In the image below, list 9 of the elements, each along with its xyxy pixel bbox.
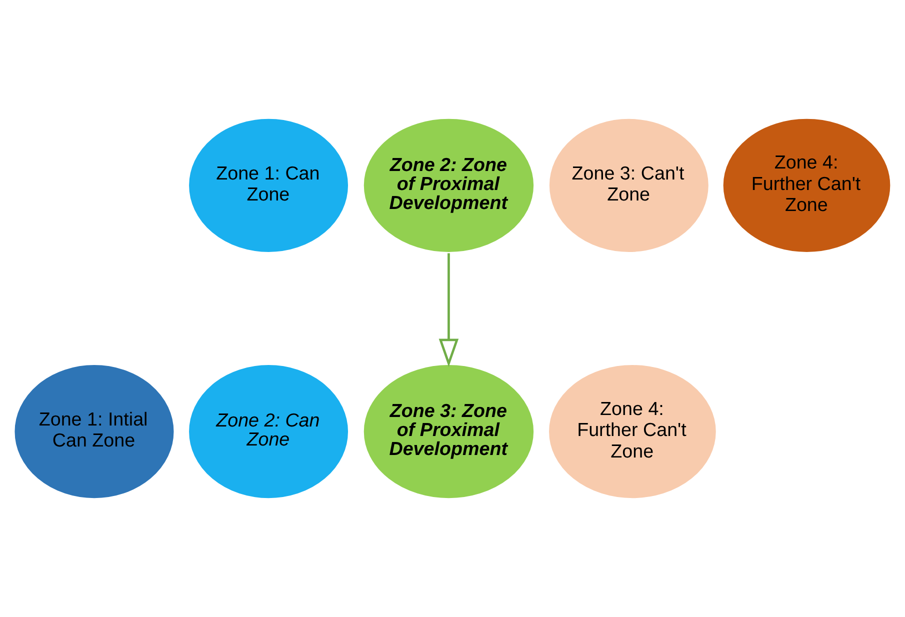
node-ellipse: Zone 4: Further Can't Zone: [546, 362, 718, 500]
node-ellipse: Zone 3: Can't Zone: [547, 116, 711, 254]
node-ellipse: Zone 2: Zone of Proximal Development: [362, 116, 536, 254]
node-ellipse: Zone 2: Can Zone: [186, 362, 350, 500]
node-ellipse: Zone 1: Can Zone: [186, 116, 350, 254]
node-ellipse: Zone 1: Intial Can Zone: [12, 362, 176, 500]
arrow: [438, 253, 459, 367]
node-ellipse: Zone 3: Zone of Proximal Development: [362, 362, 536, 500]
node-ellipse: Zone 4: Further Can't Zone: [720, 116, 893, 254]
